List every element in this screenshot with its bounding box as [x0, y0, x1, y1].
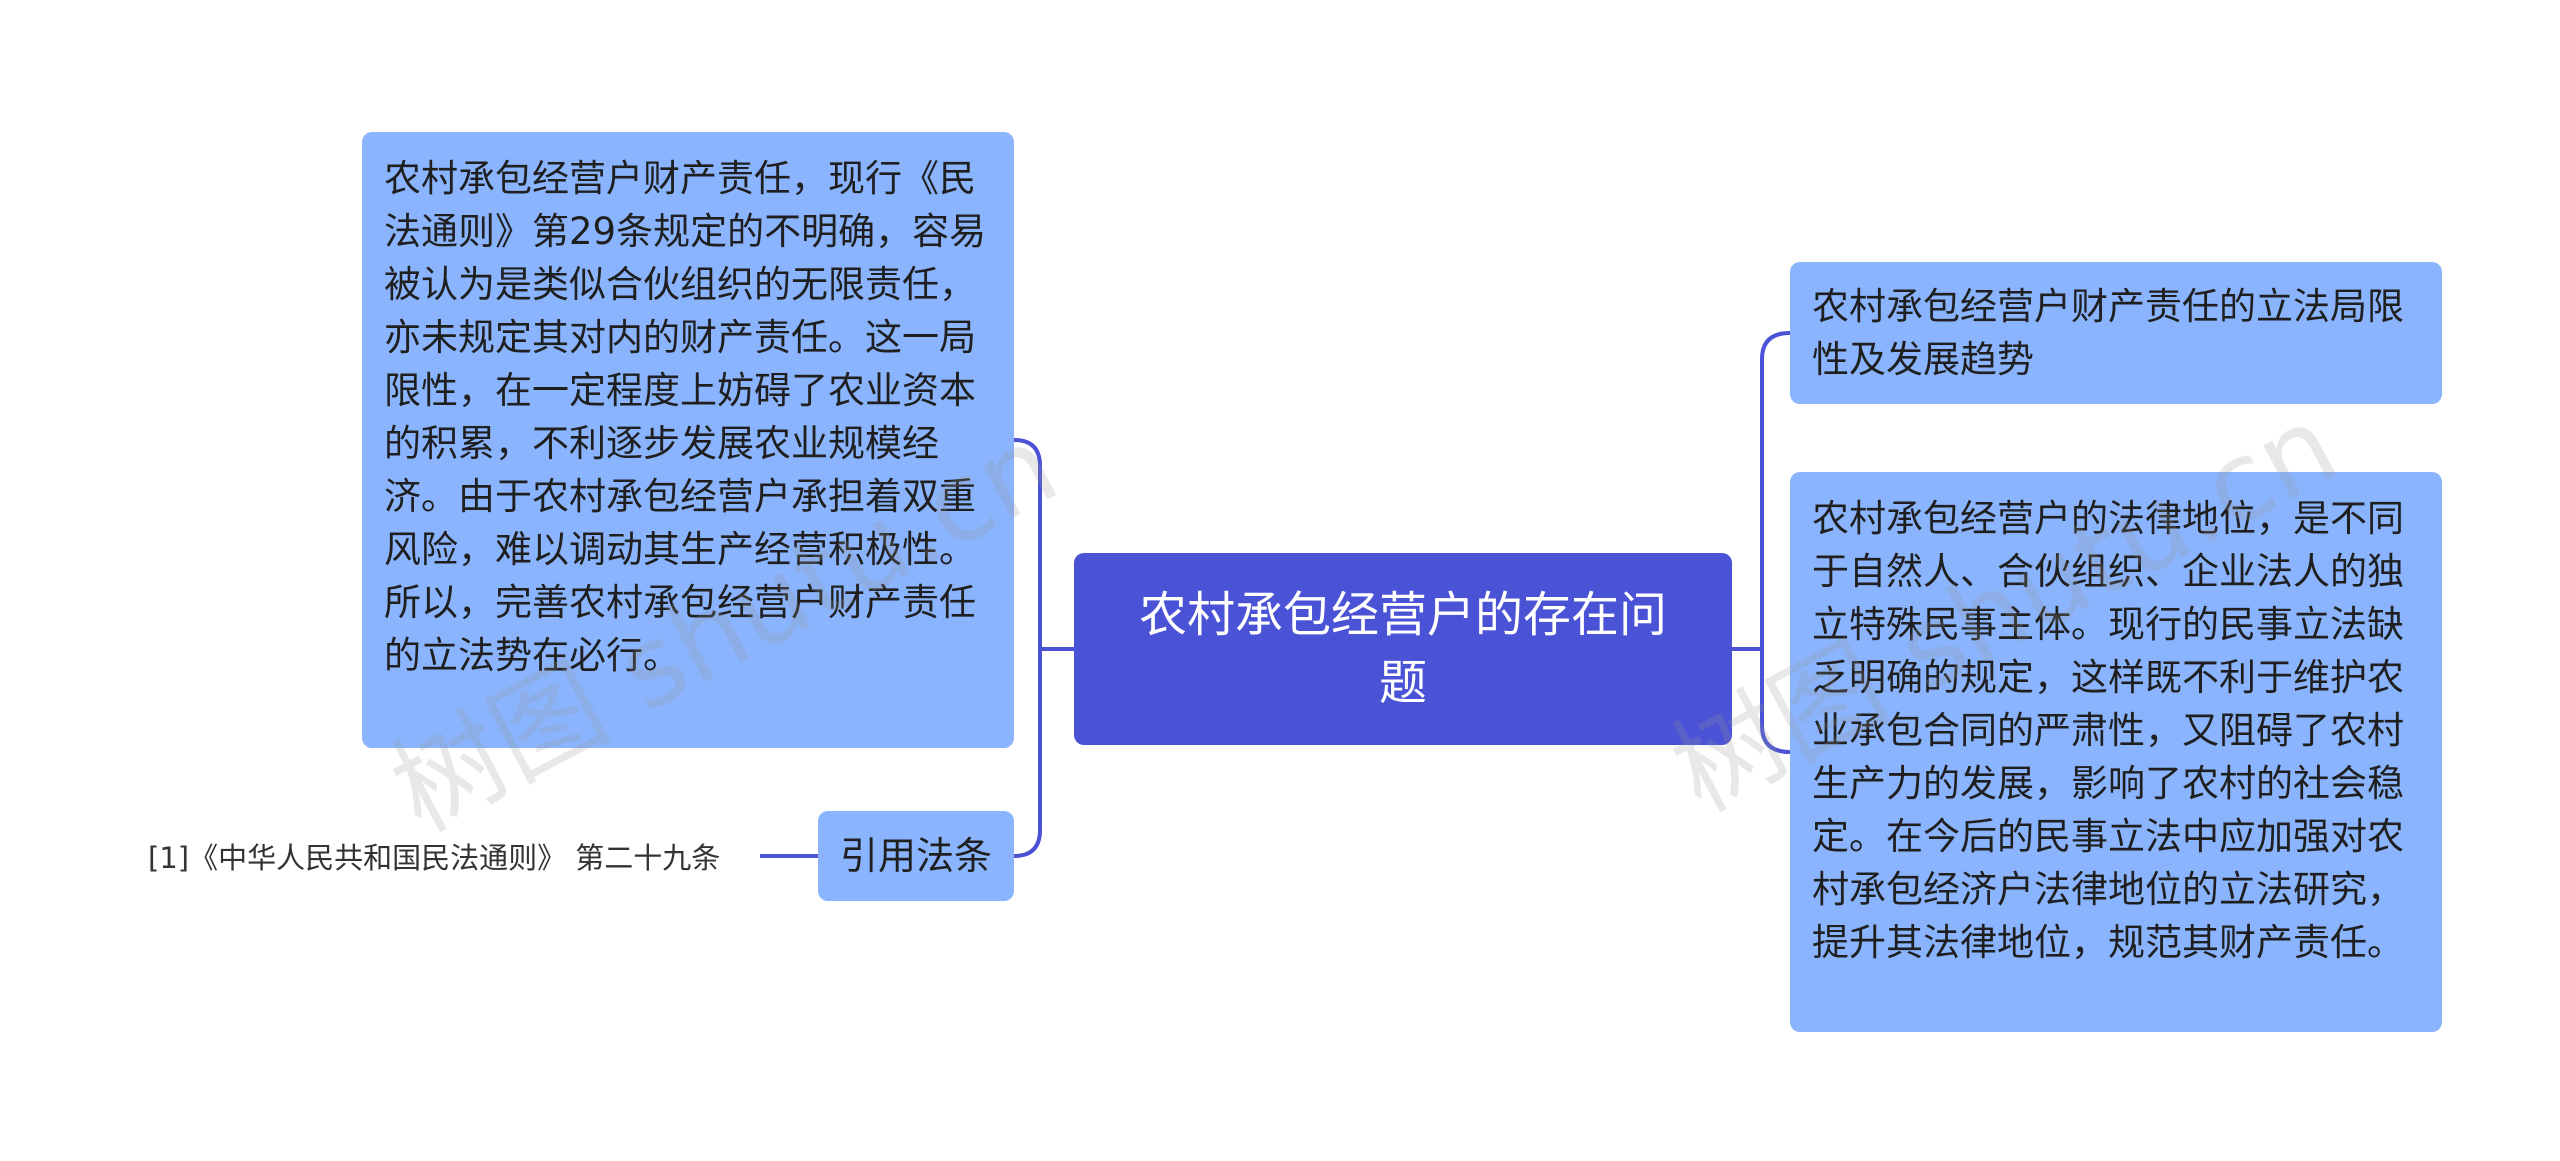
- connector-left-bracket: [1013, 438, 1042, 858]
- central-topic-node[interactable]: 农村承包经营户的存在问题: [1074, 553, 1732, 745]
- citation-label-text: 引用法条: [839, 834, 992, 878]
- right-top-text: 农村承包经营户财产责任的立法局限性及发展趋势: [1812, 285, 2404, 381]
- connector-right-bracket: [1760, 331, 1791, 754]
- right-top-node[interactable]: 农村承包经营户财产责任的立法局限性及发展趋势: [1790, 262, 2442, 404]
- right-bottom-text: 农村承包经营户的法律地位，是不同于自然人、合伙组织、企业法人的独立特殊民事主体。…: [1812, 497, 2404, 964]
- citation-text: [1]《中华人民共和国民法通则》 第二十九条: [148, 841, 721, 875]
- right-bottom-node[interactable]: 农村承包经营户的法律地位，是不同于自然人、合伙组织、企业法人的独立特殊民事主体。…: [1790, 472, 2442, 1032]
- citation-label-node[interactable]: 引用法条: [818, 811, 1014, 901]
- left-detail-text: 农村承包经营户财产责任，现行《民法通则》第29条规定的不明确，容易被认为是类似合…: [384, 157, 987, 677]
- left-detail-node[interactable]: 农村承包经营户财产责任，现行《民法通则》第29条规定的不明确，容易被认为是类似合…: [362, 132, 1014, 748]
- central-topic-text: 农村承包经营户的存在问题: [1138, 587, 1667, 711]
